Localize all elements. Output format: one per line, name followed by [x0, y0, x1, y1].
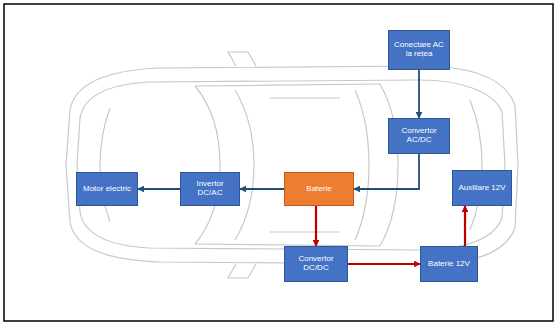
- process-box: Conectare AC la rețea: [388, 30, 450, 70]
- box-label: Convertor AC/DC: [393, 127, 445, 145]
- box-label: Auxiliare 12V: [458, 184, 505, 193]
- process-box: Convertor DC/DC: [284, 246, 348, 282]
- flow-arrow: [138, 188, 180, 190]
- process-box: Convertor AC/DC: [388, 118, 450, 154]
- box-label: Motor electric: [83, 185, 131, 194]
- box-label: Convertor DC/DC: [289, 255, 343, 273]
- process-box: Baterie 12V: [420, 246, 478, 282]
- battery-box: Baterie: [284, 172, 354, 206]
- flow-arrow: [464, 206, 466, 246]
- flow-arrow: [315, 206, 317, 246]
- box-label: Invertor DC/AC: [185, 180, 235, 198]
- box-label: Conectare AC la rețea: [393, 41, 445, 59]
- process-box: Auxiliare 12V: [452, 170, 512, 206]
- box-label: Baterie: [306, 185, 331, 194]
- car-outline: [66, 52, 518, 278]
- frame: [4, 4, 553, 321]
- process-box: Invertor DC/AC: [180, 172, 240, 206]
- flow-arrow: [348, 263, 420, 265]
- flow-arrow: [418, 70, 420, 118]
- process-box: Motor electric: [76, 172, 138, 206]
- box-label: Baterie 12V: [428, 260, 470, 269]
- flow-arrow: [240, 188, 284, 190]
- flow-arrow: [354, 154, 419, 189]
